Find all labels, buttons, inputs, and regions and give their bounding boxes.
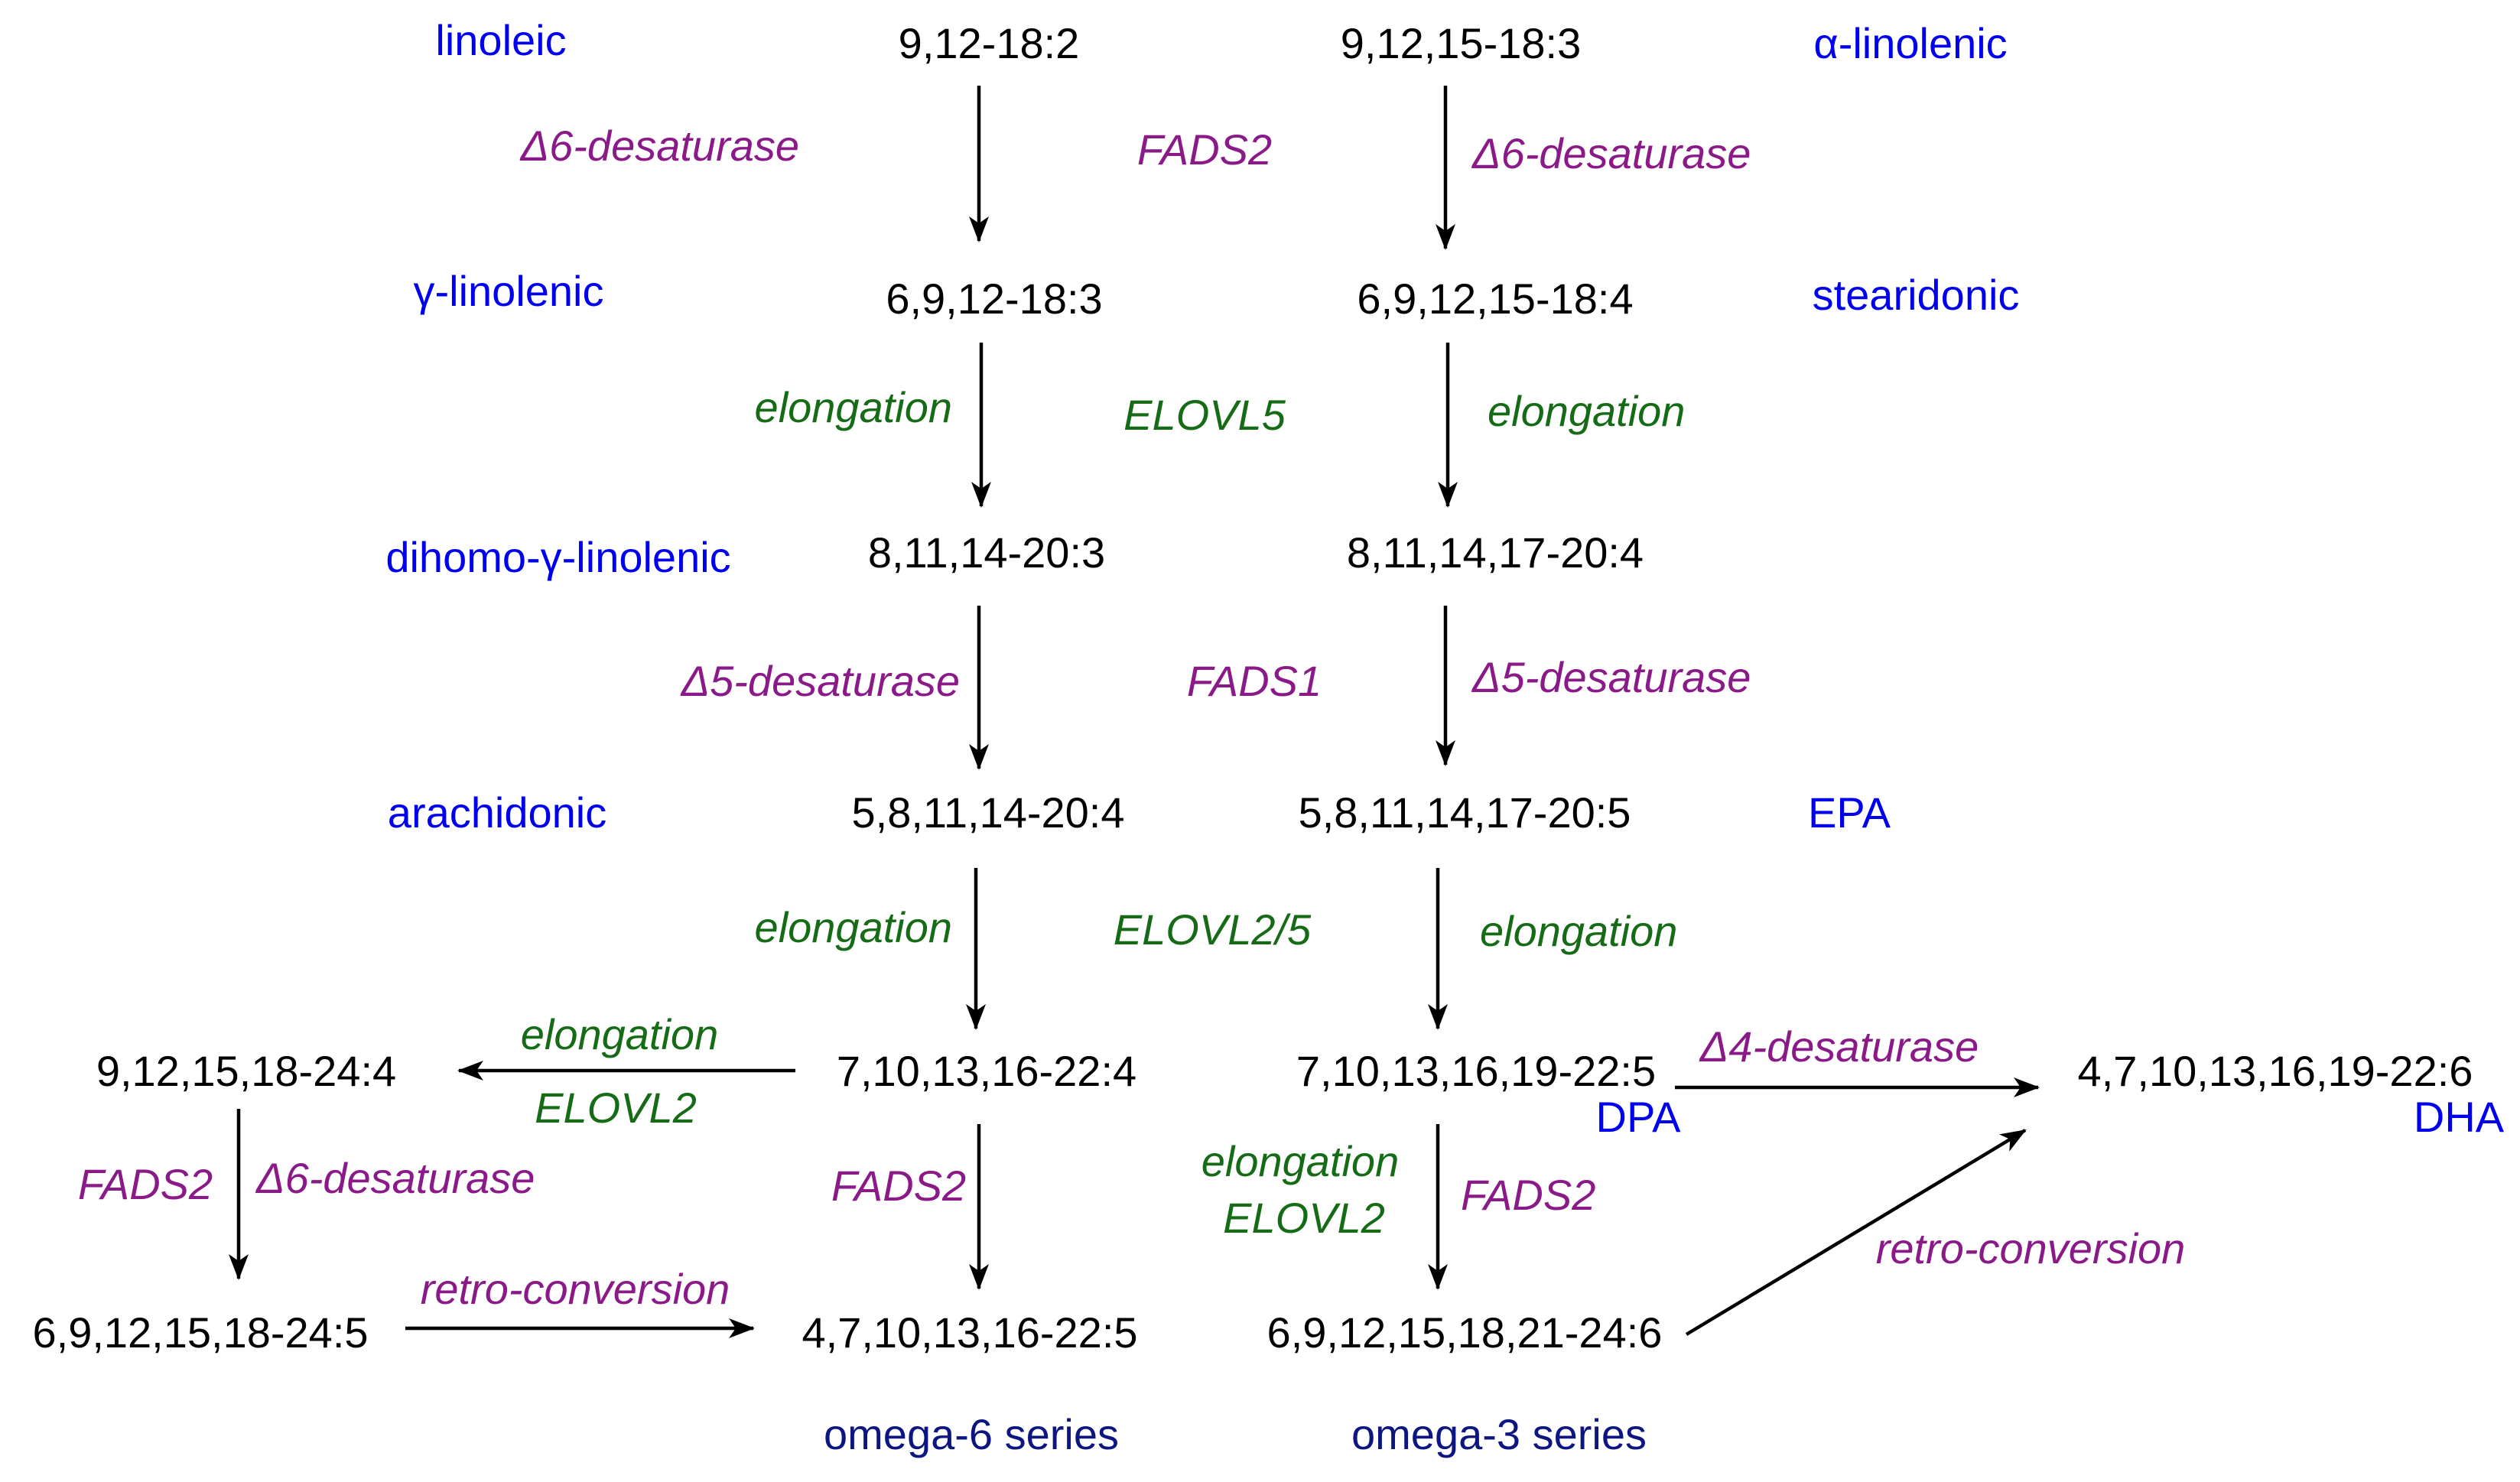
step-elongation-omega6-2: elongation [755, 903, 952, 951]
arrow-c24-6-to-dha [1685, 1129, 2027, 1336]
label-linoleic: linoleic [435, 16, 566, 64]
step-retro-conversion-omega6: retro-conversion [421, 1265, 730, 1313]
formula-epa: 5,8,11,14,17-20:5 [1299, 788, 1631, 837]
enzyme-fads2-mid: FADS2 [831, 1162, 966, 1210]
formula-stearidonic: 6,9,12,15-18:4 [1357, 275, 1633, 323]
enzyme-elovl2-5: ELOVL2/5 [1114, 905, 1312, 954]
label-stearidonic: stearidonic [1813, 271, 2020, 319]
step-elongation-to-c24: elongation [521, 1010, 718, 1058]
enzyme-elovl2-left: ELOVL2 [535, 1084, 697, 1132]
label-arachidonic: arachidonic [388, 788, 606, 837]
label-dha: DHA [2414, 1093, 2505, 1141]
formula-linoleic: 9,12-18:2 [899, 19, 1080, 67]
enzyme-delta5-desaturase-omega6: Δ5-desaturase [680, 657, 960, 705]
enzyme-delta6-desaturase-c24: Δ6-desaturase [255, 1154, 535, 1202]
formula-dpa: 7,10,13,16,19-22:5 [1296, 1047, 1656, 1095]
label-dihomo-gamma-linolenic: dihomo-γ-linolenic [385, 533, 730, 581]
enzyme-fads2-right: FADS2 [1461, 1171, 1595, 1219]
enzyme-delta5-desaturase-omega3: Δ5-desaturase [1471, 653, 1751, 701]
formula-tetracosatetraenoic: 9,12,15,18-24:4 [96, 1047, 396, 1095]
series-omega6: omega-6 series [824, 1410, 1119, 1458]
formula-arachidonic: 5,8,11,14-20:4 [851, 788, 1124, 837]
formula-docosapentaenoic-n6: 4,7,10,13,16-22:5 [802, 1308, 1137, 1357]
label-epa: EPA [1808, 788, 1891, 837]
formula-alpha-linolenic: 9,12,15-18:3 [1341, 19, 1581, 67]
formula-dha: 4,7,10,13,16,19-22:6 [2078, 1047, 2473, 1095]
label-gamma-linolenic: γ-linolenic [414, 267, 604, 315]
step-elongation-omega6-1: elongation [755, 383, 952, 431]
label-alpha-linolenic: α-linolenic [1813, 19, 2007, 67]
enzyme-fads1: FADS1 [1187, 657, 1322, 705]
enzyme-delta6-desaturase-omega6: Δ6-desaturase [519, 122, 799, 170]
formula-tetracosapentaenoic: 6,9,12,15,18-24:5 [32, 1308, 368, 1357]
enzyme-delta6-desaturase-omega3: Δ6-desaturase [1471, 129, 1751, 177]
enzyme-elovl5: ELOVL5 [1123, 391, 1286, 439]
step-elongation-omega3-1: elongation [1488, 387, 1685, 435]
enzyme-fads2-left: FADS2 [78, 1160, 213, 1208]
step-elongation-omega3-3: elongation [1201, 1137, 1399, 1185]
formula-tetracosahexaenoic: 6,9,12,15,18,21-24:6 [1267, 1308, 1663, 1357]
step-retro-conversion-omega3: retro-conversion [1876, 1224, 2186, 1272]
series-omega3: omega-3 series [1351, 1410, 1647, 1458]
step-elongation-omega3-2: elongation [1480, 907, 1677, 955]
formula-gamma-linolenic: 6,9,12-18:3 [886, 275, 1102, 323]
formula-dihomo-gamma-linolenic: 8,11,14-20:3 [868, 528, 1105, 577]
enzyme-fads2-top: FADS2 [1137, 125, 1272, 174]
enzyme-delta4-desaturase: Δ4-desaturase [1699, 1022, 1979, 1071]
formula-adrenic: 7,10,13,16-22:4 [837, 1047, 1136, 1095]
label-dpa: DPA [1596, 1093, 1682, 1141]
enzyme-elovl2-right: ELOVL2 [1223, 1194, 1385, 1242]
formula-eicosatetraenoic: 8,11,14,17-20:4 [1347, 528, 1644, 577]
